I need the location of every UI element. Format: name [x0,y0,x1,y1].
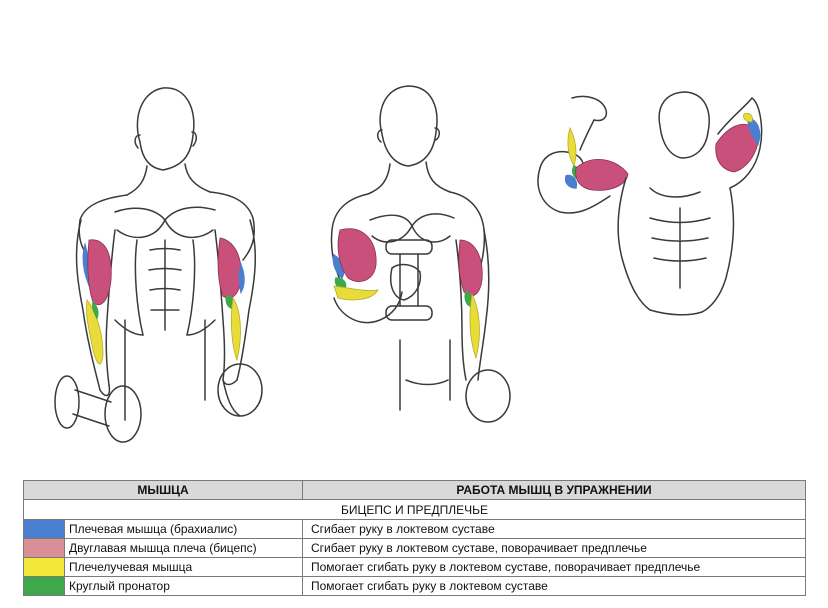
brachioradialis-flex-right [743,113,753,123]
color-swatch [24,577,64,595]
brachialis-right [238,262,245,295]
head [379,85,438,167]
biceps-flex-right [715,123,759,173]
hammer-curl-figure [320,80,530,430]
muscle-name: Круглый пронатор [64,576,303,596]
left-dumbbell-weight-1 [54,375,80,429]
table-row: Двуглавая мышца плеча (бицепс) Сгибает р… [23,538,806,558]
biceps-curl [337,228,377,282]
right-dumbbell-weight [465,369,511,423]
muscle-name: Двуглавая мышца плеча (бицепс) [64,538,303,558]
muscle-name: Плечелучевая мышца [64,557,303,577]
table-row: Круглый пронатор Помогает сгибать руку в… [23,576,806,596]
brachioradialis-flex [567,126,577,167]
muscle-action: Сгибает руку в локтевом суставе [302,519,806,539]
brachioradialis-right [230,296,241,362]
color-swatch-cell [23,538,65,558]
section-title: БИЦЕПС И ПРЕДПЛЕЧЬЕ [23,499,806,520]
section-row: БИЦЕПС И ПРЕДПЛЕЧЬЕ [23,499,806,520]
head [658,91,710,159]
biceps-right [458,239,483,297]
biceps-right [217,237,242,299]
header-muscle: МЫШЦА [23,480,303,500]
color-swatch-cell [23,557,65,577]
color-swatch-cell [23,519,65,539]
dumbbell-bottom-plate [385,305,433,321]
head [136,87,195,171]
table-row: Плечевая мышца (брахиалис) Сгибает руку … [23,519,806,539]
brachialis-flex-right [747,117,761,146]
table-row: Плечелучевая мышца Помогает сгибать руку… [23,557,806,577]
pronator-right [464,291,473,307]
muscle-name: Плечевая мышца (брахиалис) [64,519,303,539]
muscle-action: Помогает сгибать руку в локтевом суставе [302,576,806,596]
muscle-action: Помогает сгибать руку в локтевом суставе… [302,557,806,577]
muscle-action: Сгибает руку в локтевом суставе, поворач… [302,538,806,558]
biceps-left [87,239,112,306]
color-swatch [24,558,64,576]
color-swatch [24,539,64,557]
brachioradialis-right [469,292,480,360]
brachioradialis-curl [333,285,379,301]
left-dumbbell-weight-2 [104,385,142,443]
color-swatch [24,520,64,538]
muscle-legend-table: МЫШЦА РАБОТА МЫШЦ В УПРАЖНЕНИИ БИЦЕПС И … [23,480,806,596]
table-header-row: МЫШЦА РАБОТА МЫШЦ В УПРАЖНЕНИИ [23,480,806,500]
flex-pose-figure [530,88,770,318]
front-dumbbells-figure [45,80,285,450]
color-swatch-cell [23,576,65,596]
pronator-left [92,300,99,320]
pronator-right [225,295,234,309]
right-dumbbell-weight-1 [217,363,263,417]
dumbbell-top-plate [385,239,433,255]
biceps-flex [575,159,629,191]
header-action: РАБОТА МЫШЦ В УПРАЖНЕНИИ [302,480,806,500]
brachioradialis-left [86,299,104,365]
brachialis-flex [564,174,578,189]
